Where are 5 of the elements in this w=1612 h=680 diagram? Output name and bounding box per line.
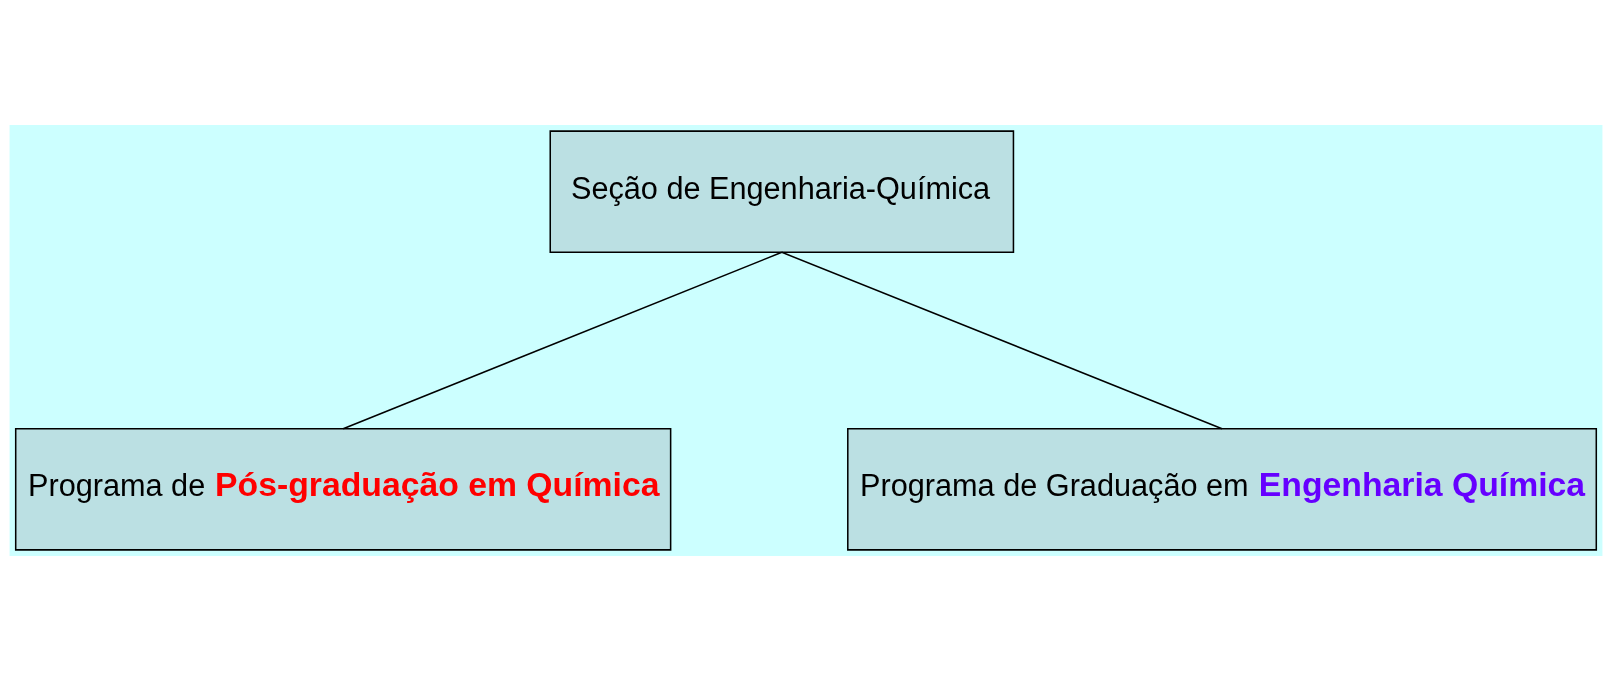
connector [342, 251, 783, 429]
node-box: Seção de Engenharia-Química [549, 129, 1015, 253]
node-box: Programa de Graduação em Engenharia Química [847, 427, 1598, 551]
node-box: Programa de Pós-graduação em Química [14, 427, 672, 551]
connector [781, 251, 1223, 429]
